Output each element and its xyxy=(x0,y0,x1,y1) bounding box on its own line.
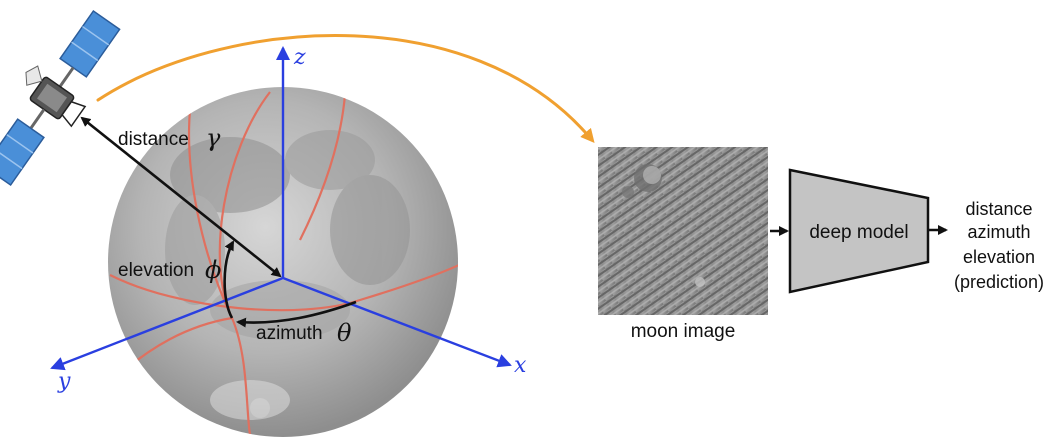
satellite-icon xyxy=(0,9,121,187)
elevation-label: elevation xyxy=(118,260,194,281)
coordinate-axes: z y x xyxy=(50,45,527,394)
x-axis xyxy=(282,276,512,368)
x-axis-label: x xyxy=(514,353,527,378)
azimuth-label: azimuth xyxy=(256,323,323,344)
output-prediction-note: (prediction) xyxy=(954,272,1044,292)
output-distance: distance xyxy=(965,199,1032,219)
output-elevation: elevation xyxy=(963,247,1035,267)
distance-label: distance xyxy=(118,129,189,150)
azimuth-symbol: θ xyxy=(337,319,352,347)
capture-arrow xyxy=(96,34,595,144)
deep-model-label: deep model xyxy=(809,222,908,243)
distance-arrow xyxy=(80,116,282,278)
solar-panel-upper xyxy=(59,9,121,78)
elevation-symbol: ϕ xyxy=(205,256,221,284)
moon-image-caption: moon image xyxy=(631,321,736,342)
z-axis-label: z xyxy=(293,45,306,70)
output-azimuth: azimuth xyxy=(967,222,1030,242)
elevation-arc xyxy=(223,240,235,319)
moon-image xyxy=(598,147,768,315)
prediction-outputs: distance azimuth elevation (prediction) xyxy=(954,199,1044,292)
azimuth-arc xyxy=(236,300,357,328)
distance-symbol: γ xyxy=(206,124,221,152)
y-axis-label: y xyxy=(57,369,71,394)
y-axis xyxy=(50,276,284,371)
deep-model-block xyxy=(788,168,930,294)
solar-panel-lower xyxy=(0,118,45,187)
